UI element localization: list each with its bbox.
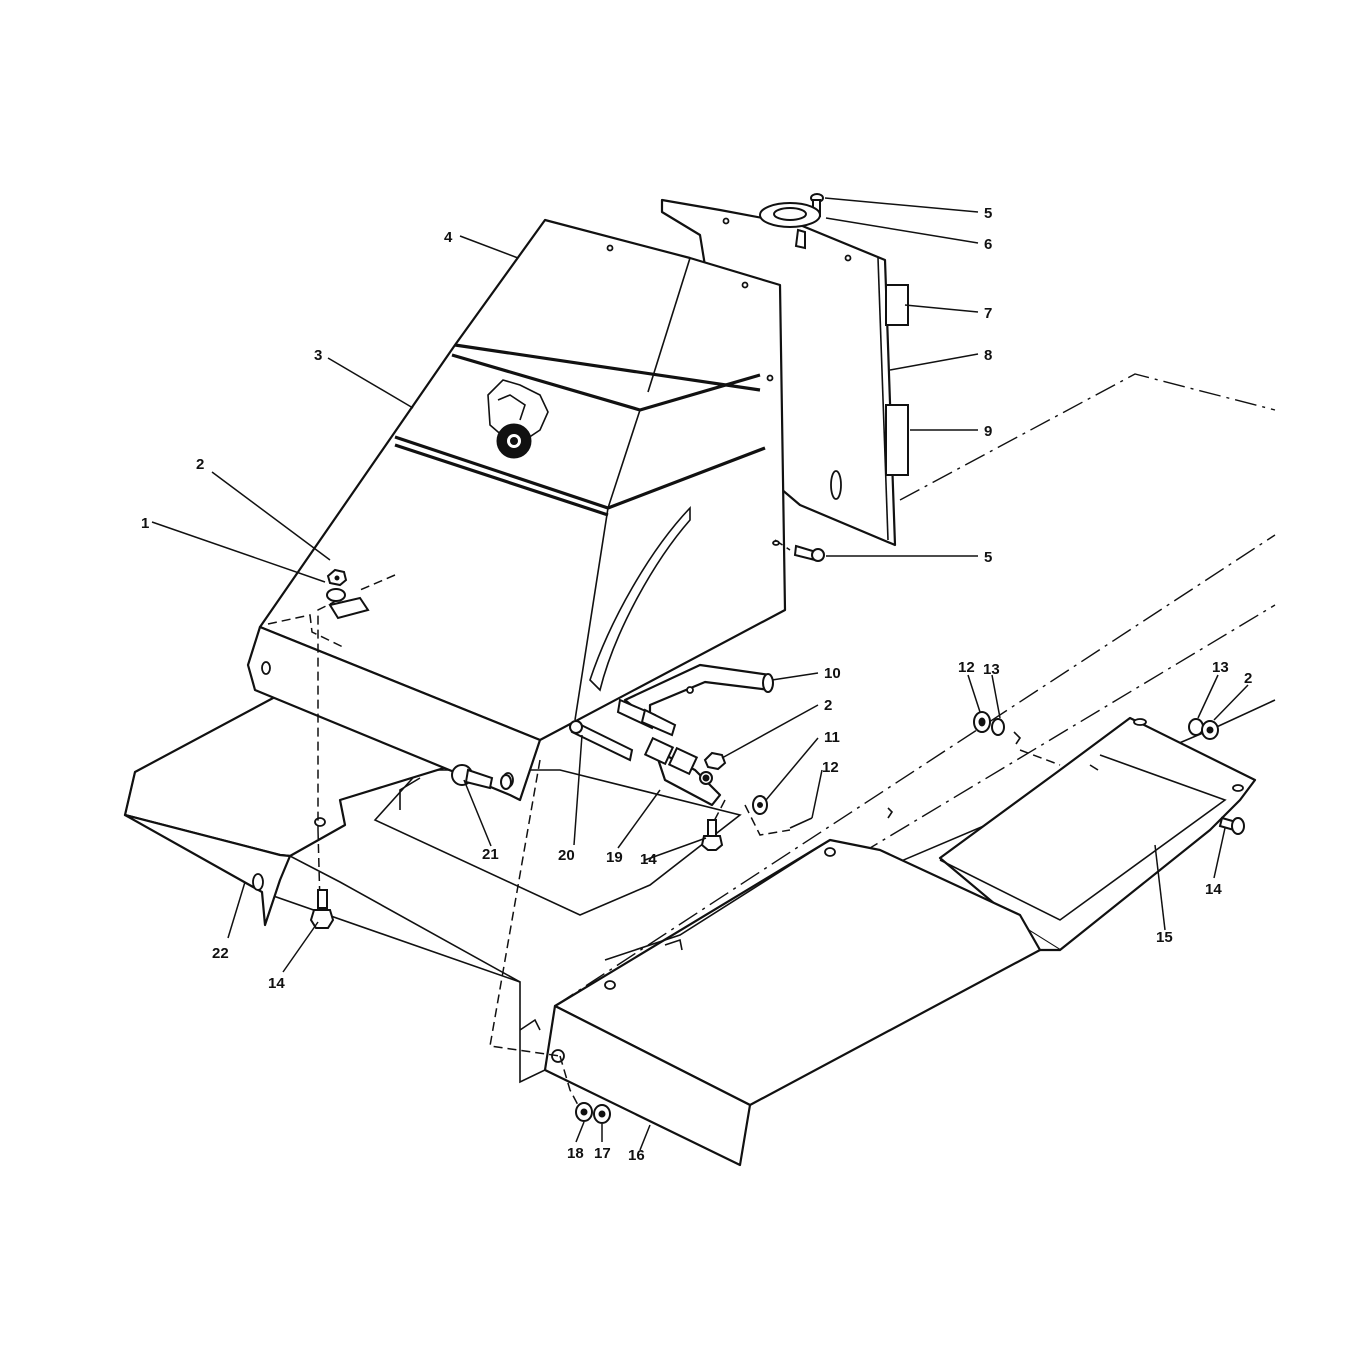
step-hole-1 (604, 980, 616, 990)
rear-panel-tab-upper (885, 284, 909, 326)
fender-mount-hole (314, 817, 326, 827)
callout-9: 9 (984, 423, 992, 440)
callout-13: 13 (1212, 659, 1229, 676)
callout-12: 12 (822, 759, 839, 776)
callout-labels: 1 2 3 4 5 6 7 8 9 5 10 2 11 12 12 13 13 … (141, 205, 1252, 1164)
bolt-21 (451, 764, 512, 790)
callout-4: 4 (444, 229, 453, 246)
callout-18: 18 (567, 1145, 584, 1162)
fender-slot-hole (252, 873, 264, 891)
rear-panel-tab-lower (885, 404, 909, 476)
hex-nut-2b (703, 751, 727, 771)
callout-21: 21 (482, 846, 499, 863)
callout-22: 22 (212, 945, 229, 962)
callout-1: 1 (141, 515, 149, 532)
hood-console (246, 218, 787, 802)
callout-3: 3 (314, 347, 322, 364)
callout-2: 2 (1244, 670, 1252, 687)
clip-plate (328, 596, 370, 620)
callout-20: 20 (558, 847, 575, 864)
hood-side-hole (261, 661, 271, 675)
bolt-14a (309, 889, 335, 929)
callout-14: 14 (268, 975, 285, 992)
callout-13: 13 (983, 661, 1000, 678)
callout-6: 6 (984, 236, 992, 253)
callout-7: 7 (984, 305, 992, 322)
hardware (309, 193, 1245, 1124)
bolt-14b (700, 819, 724, 851)
grommet-6 (759, 202, 821, 250)
screw-5b (772, 540, 825, 562)
callout-5: 5 (984, 549, 992, 566)
hinge-assembly (569, 663, 774, 807)
callout-14: 14 (1205, 881, 1222, 898)
step-hole-3 (551, 1049, 565, 1063)
cotter-pin-12a (789, 817, 813, 829)
callout-2: 2 (824, 697, 832, 714)
bolt-14c (1218, 816, 1245, 835)
front-step-panel (543, 838, 1042, 1167)
callout-2: 2 (196, 456, 204, 473)
horse-head-decal (487, 379, 549, 441)
rear-panel-hole-2 (844, 254, 852, 262)
callout-12: 12 (958, 659, 975, 676)
callout-15: 15 (1156, 929, 1173, 946)
fuel-cap (496, 423, 532, 459)
nut-washer-13-2 (1188, 718, 1219, 740)
callout-10: 10 (824, 665, 841, 682)
footrest-hole-1 (1133, 718, 1147, 726)
rear-panel-hole-1 (722, 217, 730, 225)
callout-19: 19 (606, 849, 623, 866)
callout-11: 11 (824, 729, 840, 746)
footrest-hole-2 (1232, 784, 1244, 792)
step-hole-2 (824, 847, 836, 857)
hood-hole-1 (606, 244, 614, 252)
leader-lines (151, 197, 1249, 1151)
hood-hole-2 (741, 281, 749, 289)
nut-washer-17-18 (575, 1102, 611, 1124)
callout-14: 14 (640, 851, 657, 868)
lock-washer-1 (326, 588, 346, 602)
nut-washer-12-13a (973, 711, 1022, 745)
callout-17: 17 (594, 1145, 611, 1162)
callout-16: 16 (628, 1147, 645, 1164)
hood-hole-3 (766, 374, 774, 382)
callout-8: 8 (984, 347, 992, 364)
rear-panel-slot (830, 470, 842, 500)
callout-5: 5 (984, 205, 992, 222)
